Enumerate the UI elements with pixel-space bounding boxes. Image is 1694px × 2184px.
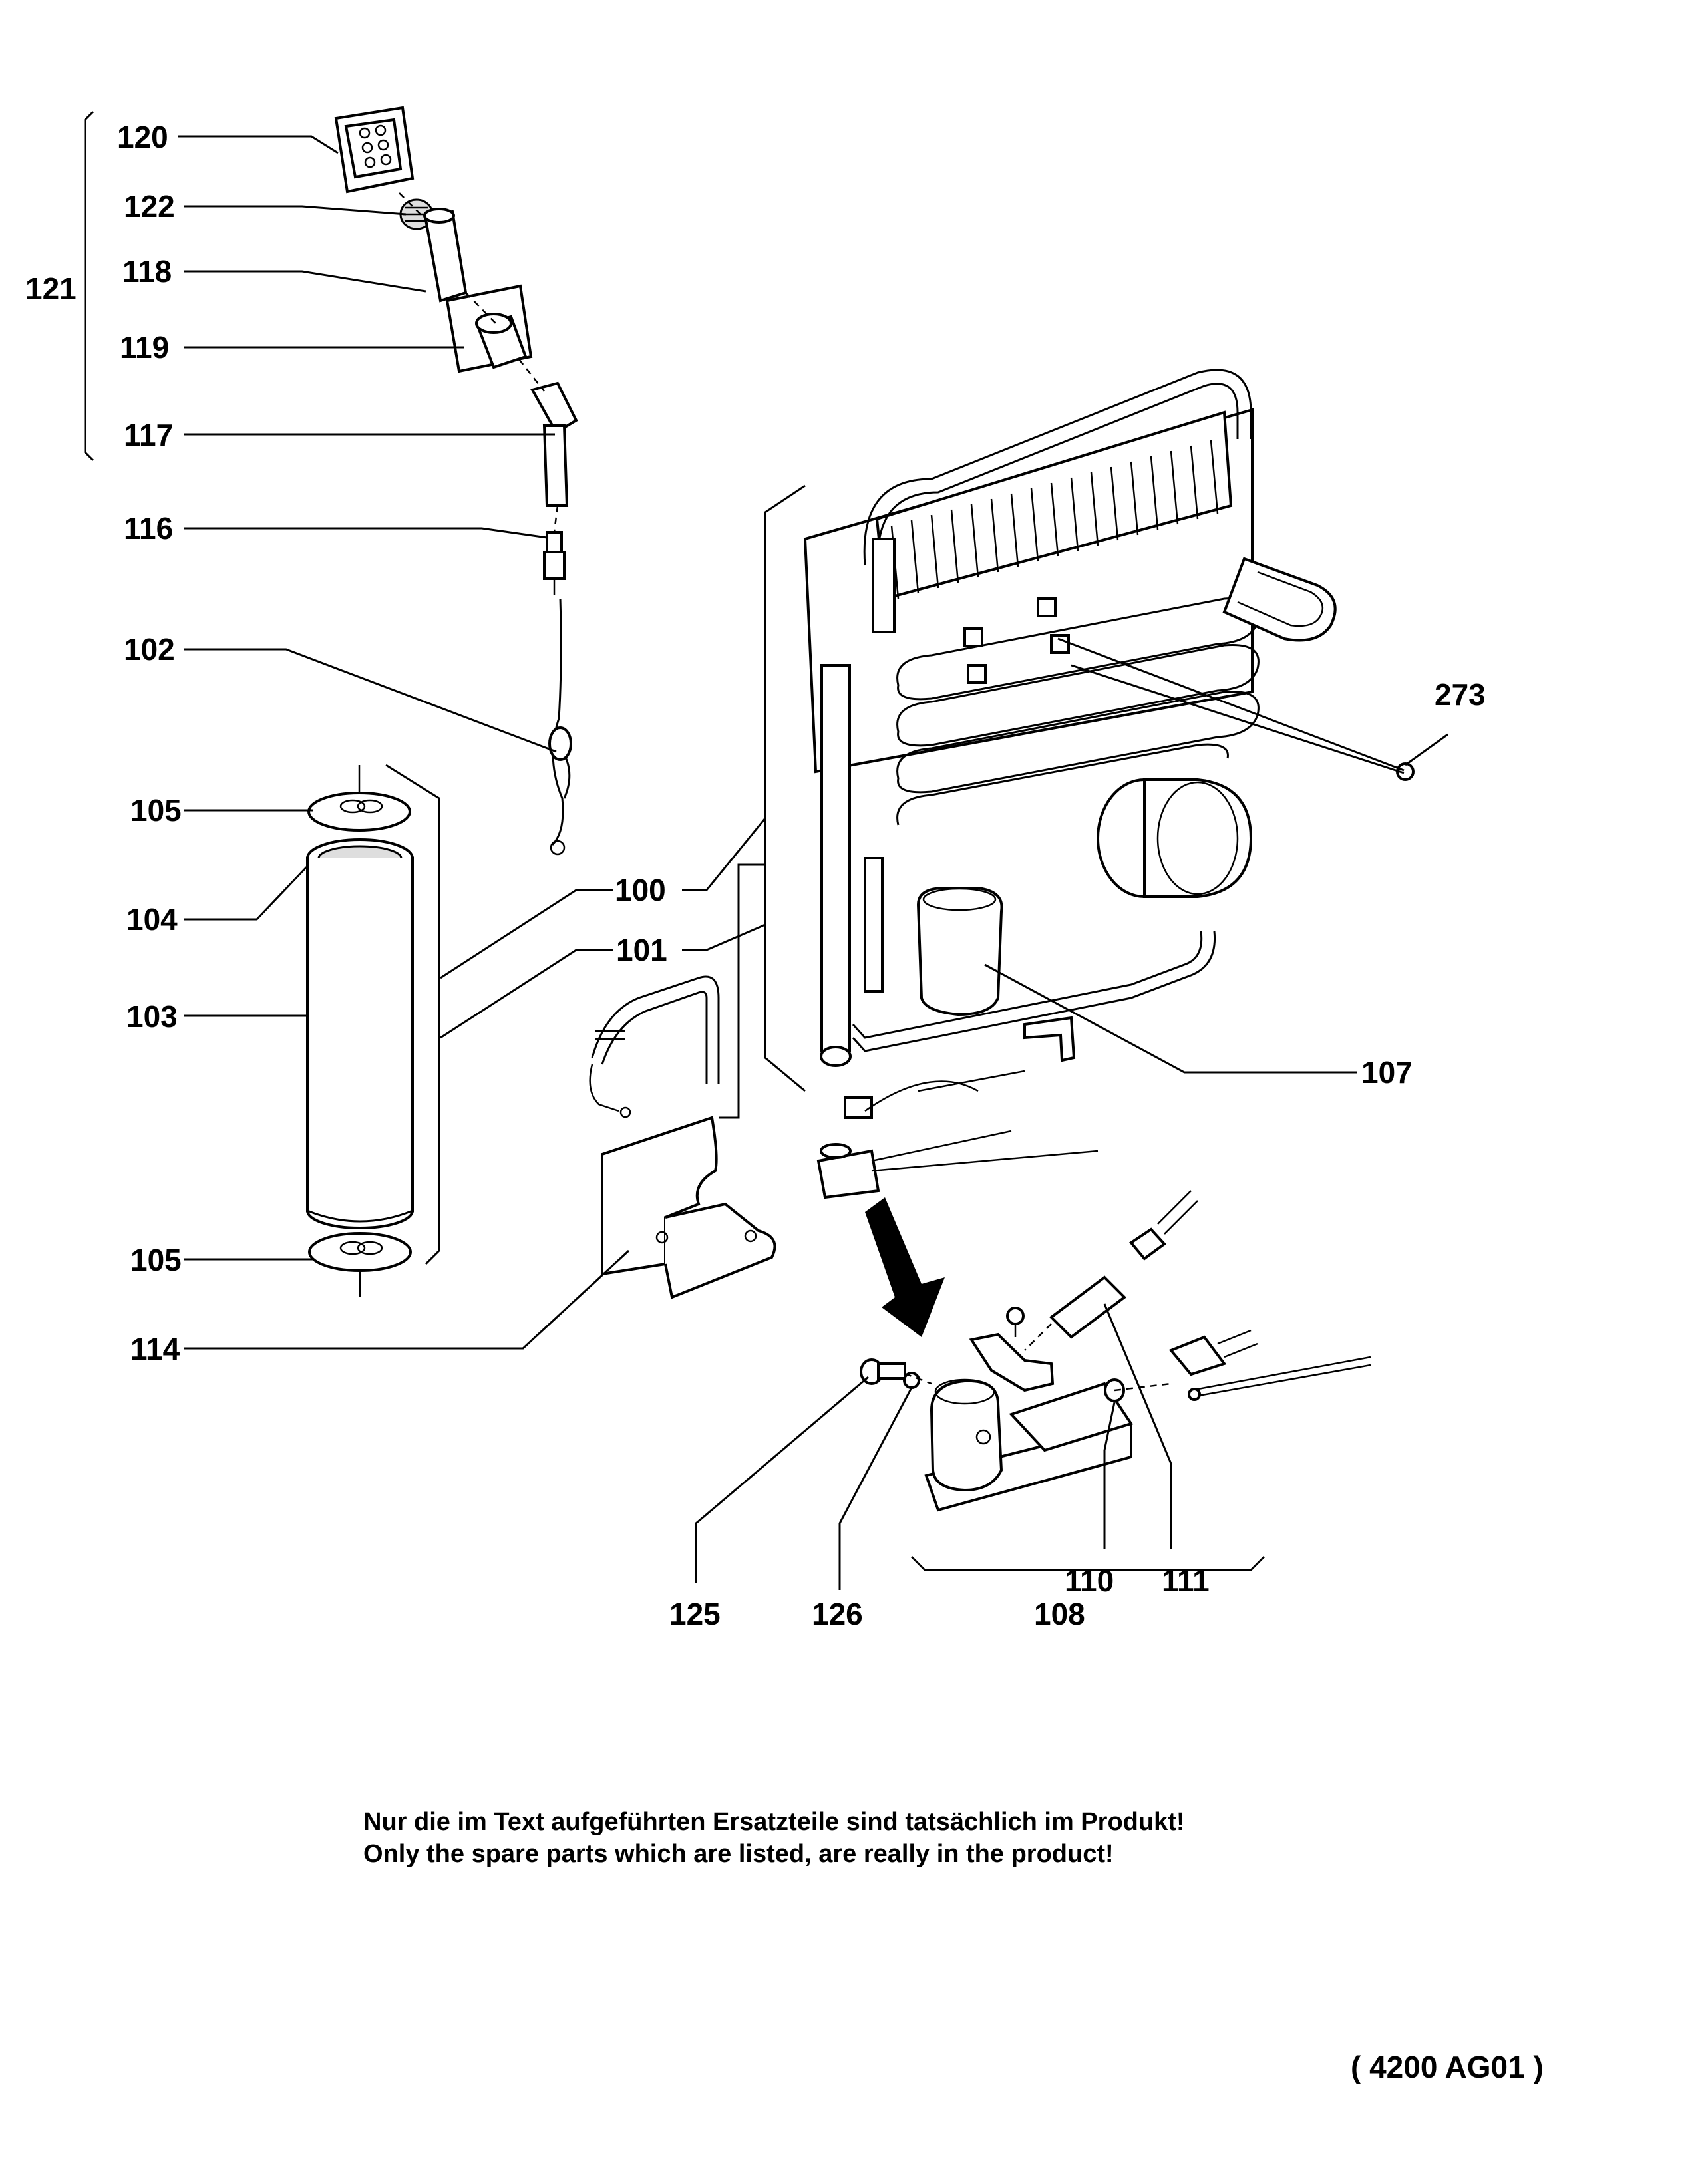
burner-assembly-small	[816, 1070, 1099, 1199]
label-108: 108	[1034, 1597, 1085, 1631]
label-103: 103	[126, 999, 178, 1034]
group-bracket-100	[764, 484, 806, 1092]
burner-detail-part-108	[924, 1307, 1134, 1512]
group-bracket-108	[910, 1555, 1266, 1571]
burner-column-part-103	[306, 765, 414, 1297]
label-120: 120	[117, 120, 168, 154]
label-116: 116	[124, 511, 173, 546]
label-110: 110	[1065, 1563, 1114, 1598]
label-125: 125	[669, 1597, 721, 1631]
label-102: 102	[124, 632, 175, 667]
group-bracket-121	[84, 110, 94, 462]
detail-arrow	[865, 1197, 945, 1337]
label-104: 104	[126, 902, 178, 937]
label-119: 119	[120, 330, 169, 365]
ignition-pin-part-116	[543, 531, 566, 595]
label-105-bottom: 105	[130, 1243, 182, 1277]
washer-part-126	[903, 1372, 920, 1389]
shield-part-114	[601, 1116, 776, 1299]
label-107: 107	[1361, 1055, 1413, 1090]
label-100: 100	[615, 873, 666, 907]
thermocouple-part-111	[1049, 1190, 1371, 1401]
label-273: 273	[1435, 677, 1486, 712]
flue-tube-part-118	[423, 208, 468, 303]
disclaimer-german: Nur die im Text aufgeführten Ersatzteile…	[363, 1808, 1185, 1836]
label-118: 118	[122, 254, 172, 289]
label-117: 117	[124, 418, 173, 452]
tube-part-101	[589, 975, 720, 1118]
disclaimer-note: Nur die im Text aufgeführten Ersatzteile…	[363, 1806, 1185, 1870]
label-122: 122	[124, 189, 175, 224]
container-part-107	[916, 887, 1003, 1016]
elbow-tube-part-117	[530, 381, 578, 507]
flue-cap-part-120	[334, 106, 415, 194]
disclaimer-english: Only the spare parts which are listed, a…	[363, 1840, 1114, 1868]
cooling-unit-part-100	[803, 369, 1337, 1067]
label-101: 101	[616, 933, 667, 967]
label-105-top: 105	[130, 793, 182, 828]
screw-part-125	[860, 1358, 906, 1385]
leader-lines	[178, 135, 1448, 1590]
label-111: 111	[1162, 1563, 1210, 1598]
wire-part-102	[548, 598, 572, 856]
label-114: 114	[130, 1332, 180, 1366]
drawing-code: ( 4200 AG01 )	[1351, 2050, 1544, 2084]
flue-plate-part-119	[445, 284, 533, 373]
label-121: 121	[25, 271, 77, 306]
label-126: 126	[812, 1597, 863, 1631]
